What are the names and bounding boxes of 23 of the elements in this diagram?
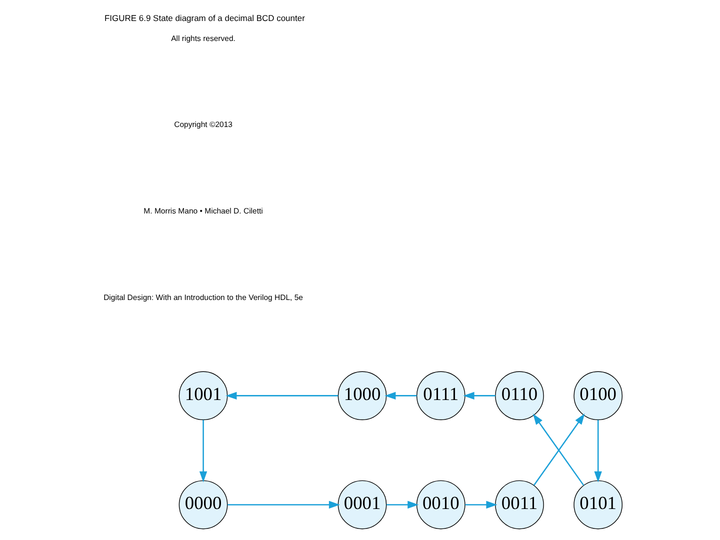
- arrow: [384, 392, 416, 400]
- arrow: [198, 420, 207, 482]
- arrow: [227, 500, 340, 509]
- node-circle: 0000: [178, 480, 228, 530]
- node-circle: 0101: [573, 480, 622, 530]
- node-circle: 0011: [494, 480, 544, 530]
- arrow: [386, 500, 418, 509]
- label: Digital Design: With an Introduction to the Verilog HDL, 5e: [103, 292, 303, 302]
- diagram-title: FIGURE 6.9 State diagram of a decimal BCD counter: [104, 12, 304, 23]
- node-circle: 1001: [178, 371, 228, 420]
- node-circle: 0100: [573, 371, 622, 420]
- arrow: [225, 392, 338, 400]
- arrow: [462, 392, 495, 400]
- node-circle: 1000: [337, 371, 386, 420]
- arrow: [464, 500, 497, 509]
- node-circle: 0110: [494, 371, 544, 420]
- label: Copyright ©2013: [174, 120, 232, 130]
- node-circle: 0001: [337, 480, 386, 530]
- label: All rights reserved.: [170, 34, 235, 43]
- node-circle: 0010: [416, 480, 465, 530]
- node-circle: 0111: [416, 371, 465, 420]
- arrow: [594, 420, 602, 482]
- label: M. Morris Mano • Michael D. Ciletti: [143, 206, 262, 216]
